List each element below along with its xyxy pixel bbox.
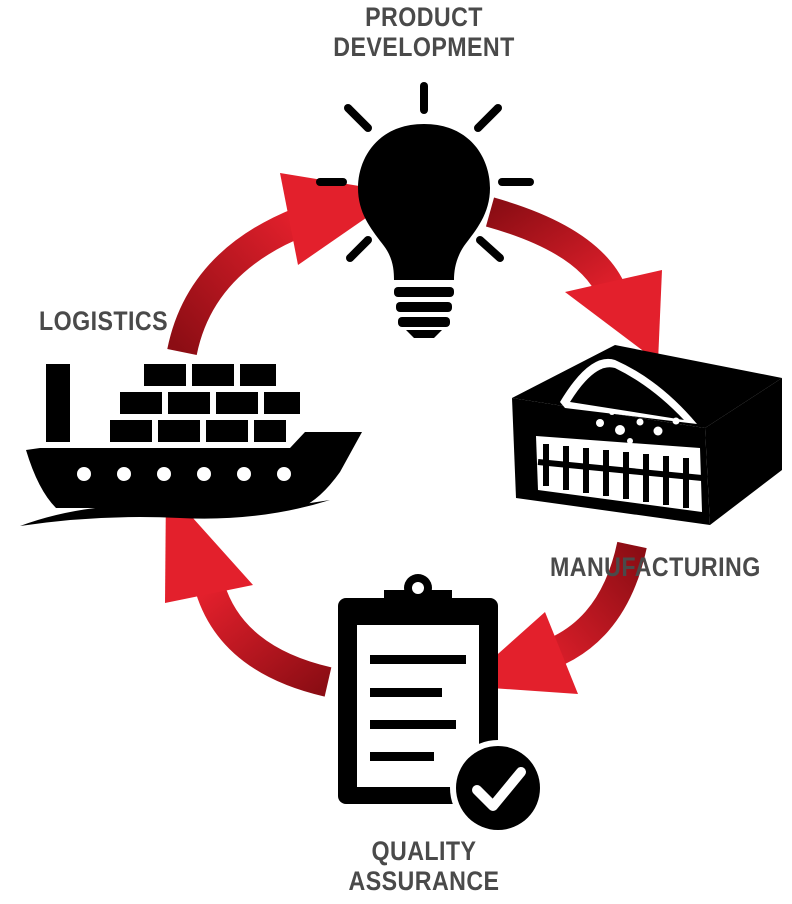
stage-label-line: LOGISTICS (39, 306, 169, 336)
mattress-icon (512, 345, 782, 525)
stage-label-line: PRODUCT (365, 2, 483, 32)
lightbulb-icon (316, 82, 534, 338)
stage-label-product-development: PRODUCT DEVELOPMENT (328, 2, 521, 62)
stage-label-line: DEVELOPMENT (333, 32, 515, 62)
stage-label-manufacturing: MANUFACTURING (550, 552, 761, 582)
stage-label-quality-assurance: QUALITY ASSURANCE (328, 836, 521, 896)
clipboard-check-icon (338, 574, 546, 836)
stage-label-logistics: LOGISTICS (39, 306, 168, 336)
stage-label-line: QUALITY (371, 836, 477, 866)
stage-label-line: ASSURANCE (348, 866, 500, 896)
stage-label-line: MANUFACTURING (550, 552, 761, 582)
arrow-product-to-manufacturing (485, 197, 662, 362)
cargo-ship-icon (20, 364, 362, 526)
